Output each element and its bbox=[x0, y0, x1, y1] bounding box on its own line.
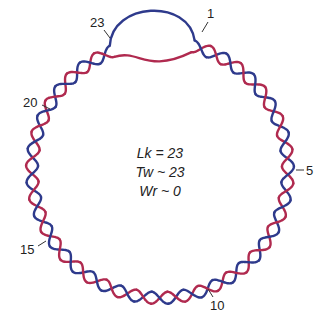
strand-segment bbox=[282, 167, 293, 184]
melted-strand bbox=[114, 52, 191, 61]
strand-segment bbox=[281, 166, 294, 182]
strand-segment bbox=[254, 74, 256, 94]
strand-segment bbox=[260, 232, 279, 240]
position-number: 15 bbox=[20, 242, 34, 257]
strand-segment bbox=[49, 226, 52, 246]
strand-segment bbox=[69, 252, 72, 272]
strand-segment bbox=[34, 197, 41, 216]
strand-segment bbox=[213, 280, 233, 284]
linking-number: Lk = 23 bbox=[137, 145, 183, 162]
leader-line bbox=[104, 30, 110, 38]
melted-strand bbox=[110, 11, 195, 46]
strand-segment bbox=[81, 263, 87, 282]
strand-segment bbox=[136, 290, 151, 304]
strand-segment bbox=[226, 54, 233, 73]
leader-line bbox=[42, 105, 50, 109]
strand-segment bbox=[282, 149, 292, 166]
leader-line bbox=[296, 170, 304, 171]
strand-segment bbox=[279, 183, 293, 197]
leader-line bbox=[208, 289, 213, 297]
strand-segment bbox=[152, 292, 168, 304]
strand-segment bbox=[80, 61, 100, 64]
twist-value: Tw ~ 23 bbox=[135, 164, 184, 181]
strand-segment bbox=[239, 260, 259, 263]
strand-segment bbox=[59, 240, 61, 260]
position-number: 23 bbox=[90, 15, 104, 30]
strand-segment bbox=[183, 290, 202, 298]
strand-segment bbox=[198, 286, 218, 292]
strand-segment bbox=[29, 182, 38, 200]
strand-segment bbox=[211, 46, 220, 64]
strand-segment bbox=[55, 82, 75, 86]
strand-segment bbox=[121, 286, 134, 302]
strand-segment bbox=[268, 217, 286, 227]
strand-segment bbox=[264, 87, 266, 107]
double-helix bbox=[26, 11, 294, 304]
strand-segment bbox=[226, 272, 246, 274]
position-number: 20 bbox=[23, 95, 37, 110]
strand-segment bbox=[28, 135, 43, 148]
position-number: 5 bbox=[306, 163, 313, 178]
strand-segment bbox=[274, 200, 290, 212]
position-number: 1 bbox=[207, 6, 214, 21]
strand-segment bbox=[167, 292, 185, 302]
strand-segment bbox=[26, 150, 40, 165]
writhe-value: Wr ~ 0 bbox=[139, 183, 181, 200]
strand-segment bbox=[45, 94, 64, 101]
strand-segment bbox=[277, 116, 283, 135]
strand-segment bbox=[93, 272, 101, 290]
strand-segment bbox=[67, 72, 87, 74]
leader-line bbox=[202, 22, 208, 32]
position-number: 10 bbox=[210, 298, 224, 313]
strand-segment bbox=[281, 132, 289, 151]
strand-segment bbox=[107, 280, 118, 297]
strand-segment bbox=[241, 63, 246, 83]
strand-segment bbox=[250, 247, 270, 252]
strand-segment bbox=[41, 212, 46, 232]
leader-line bbox=[38, 241, 46, 246]
leader-lines bbox=[38, 22, 304, 297]
strand-segment bbox=[32, 120, 49, 131]
strand-segment bbox=[271, 101, 275, 121]
strand-segment bbox=[151, 292, 167, 304]
strand-segment bbox=[94, 53, 114, 58]
strand-segment bbox=[195, 41, 207, 58]
strand-segment bbox=[38, 107, 56, 116]
strand-segment bbox=[27, 166, 38, 183]
